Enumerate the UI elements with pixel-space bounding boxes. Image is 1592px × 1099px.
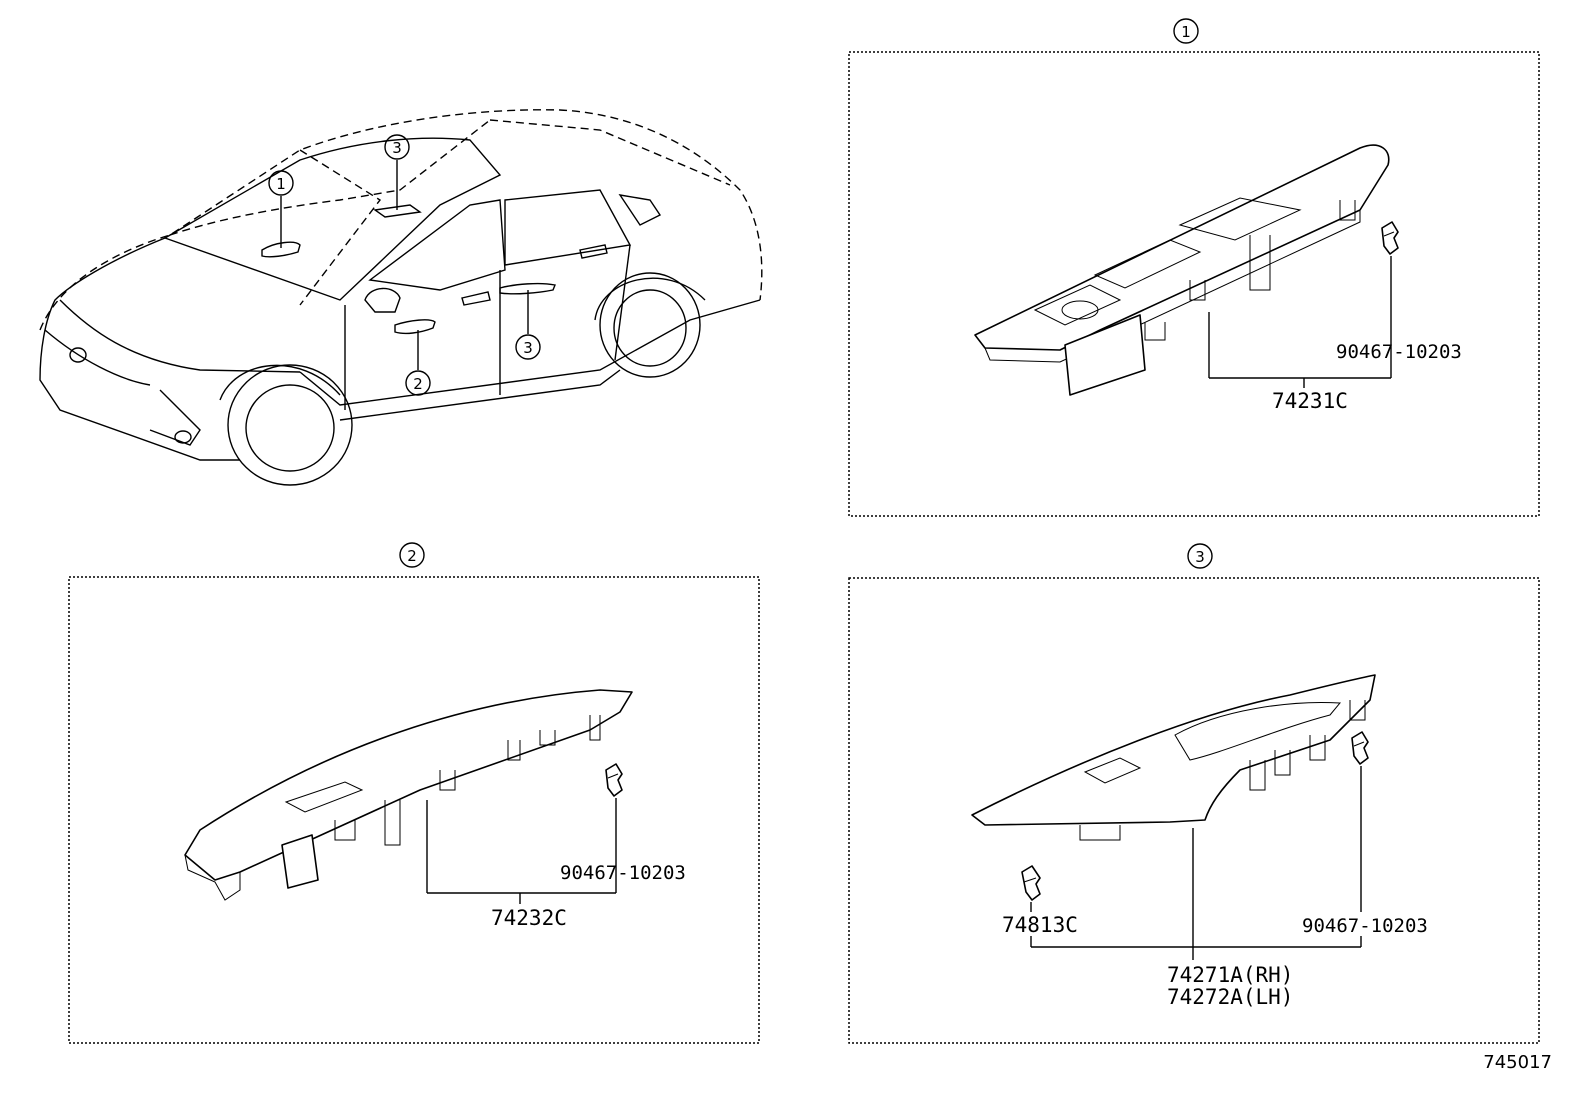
panel-2-callout: 2 — [399, 542, 425, 568]
car-callout-2: 2 — [405, 370, 431, 396]
car-callout-3-upper: 3 — [384, 134, 410, 160]
panel-3-part-label-lh: 74272A(LH) — [1167, 985, 1293, 1009]
panel-1-part-label: 74231C — [1272, 389, 1348, 413]
panel-3-part-label-rh: 74271A(RH) — [1167, 963, 1293, 987]
panel-2-switch-base — [184, 689, 633, 901]
panel-3-frame — [848, 577, 1540, 1044]
panel-2-frame — [68, 576, 760, 1044]
panel-1-clip-icon — [1381, 221, 1399, 255]
panel-3-switch-base — [971, 674, 1376, 841]
panel-2-clip-icon — [605, 763, 623, 797]
svg-text:3: 3 — [392, 139, 402, 157]
panel-3-clip-icon-left — [1021, 865, 1041, 901]
svg-text:2: 2 — [407, 547, 417, 565]
car-callout-1: 1 — [268, 170, 294, 196]
svg-text:3: 3 — [523, 339, 533, 357]
car-illustration — [39, 109, 763, 486]
diagram-code: 745017 — [1483, 1052, 1552, 1073]
svg-text:3: 3 — [1195, 548, 1205, 566]
panel-1-frame — [848, 51, 1540, 517]
panel-1-callout: 1 — [1173, 18, 1199, 44]
svg-text:1: 1 — [276, 175, 286, 193]
panel-1-switch-base — [974, 144, 1390, 396]
panel-3-callout: 3 — [1187, 543, 1213, 569]
panel-1-fastener-label: 90467-10203 — [1336, 341, 1462, 363]
panel-3-fastener-label: 90467-10203 — [1302, 915, 1428, 937]
panel-3-clip-label: 74813C — [1002, 913, 1078, 937]
panel-2-fastener-label: 90467-10203 — [560, 862, 686, 884]
panel-3-clip-icon-right — [1351, 731, 1369, 765]
svg-text:2: 2 — [413, 375, 423, 393]
svg-text:1: 1 — [1181, 23, 1191, 41]
panel-2-part-label: 74232C — [491, 906, 567, 930]
car-callout-3-lower: 3 — [515, 334, 541, 360]
